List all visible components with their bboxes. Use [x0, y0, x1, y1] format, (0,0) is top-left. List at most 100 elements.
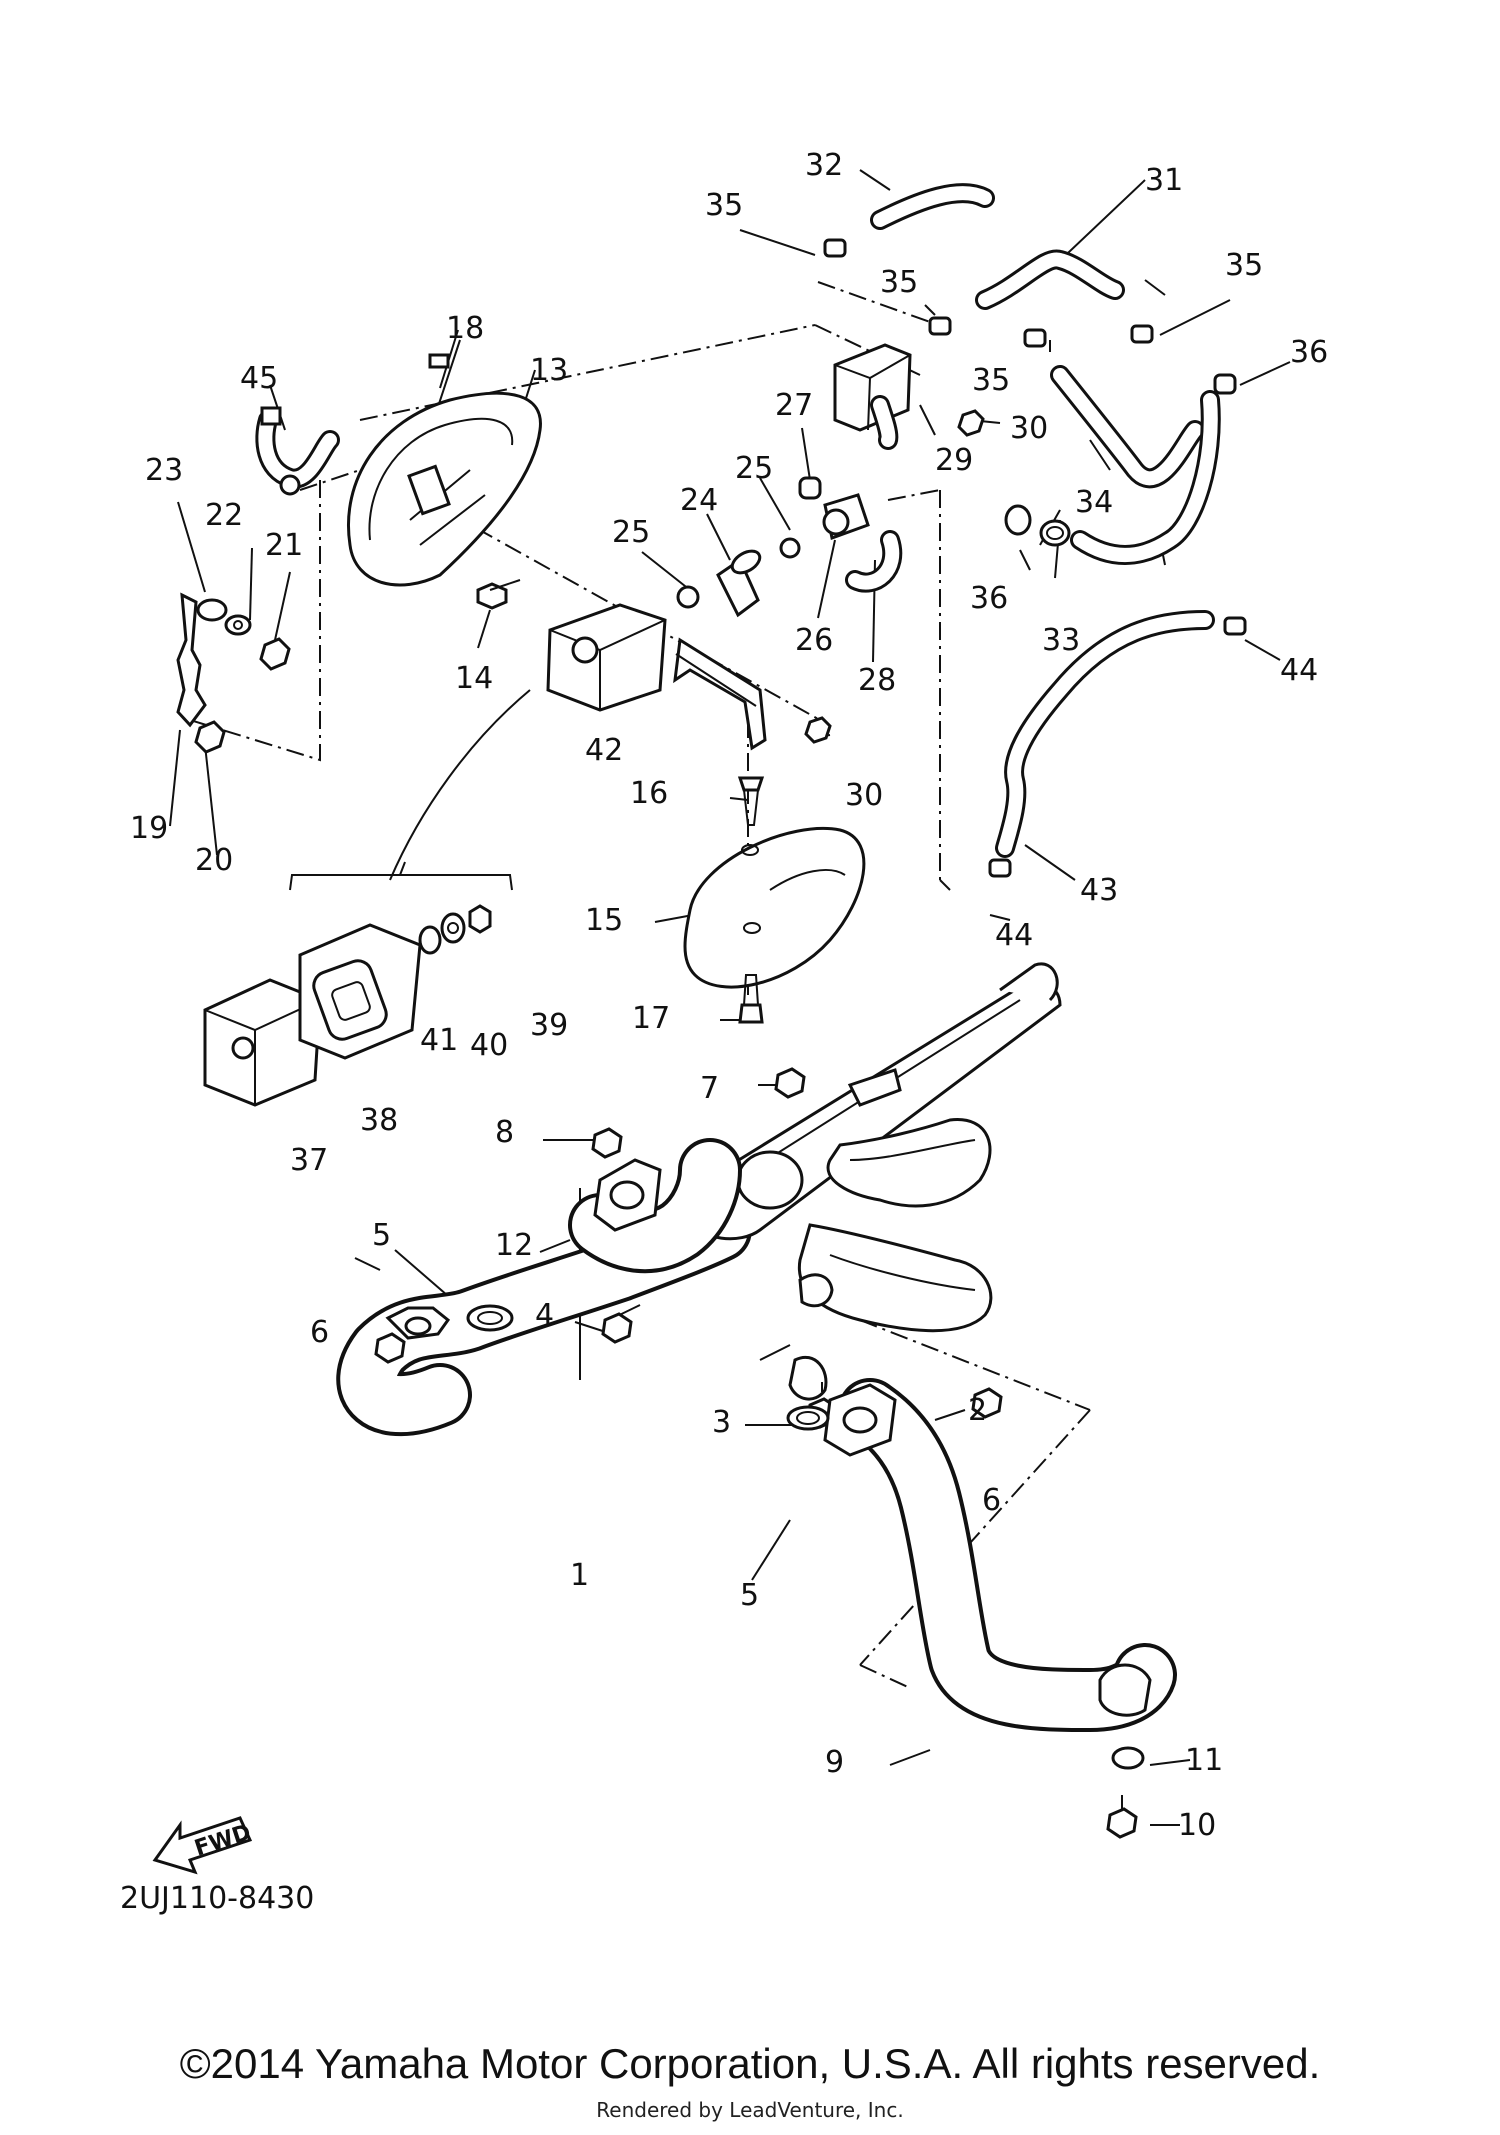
callout-4: 4 [535, 1298, 554, 1333]
part-44-clamp [988, 858, 1012, 878]
callout-25b: 25 [735, 451, 773, 486]
callout-17: 17 [632, 1001, 670, 1036]
callout-1: 1 [570, 1558, 589, 1593]
callout-19: 19 [130, 811, 168, 846]
part-14-bolt [476, 579, 521, 610]
copyright-notice: ©2014 Yamaha Motor Corporation, U.S.A. A… [179, 2040, 1321, 2087]
callout-16: 16 [630, 776, 668, 811]
callout-31: 31 [1145, 163, 1183, 198]
callout-25a: 25 [612, 515, 650, 550]
callout-12: 12 [495, 1228, 533, 1263]
part-32-hose [870, 183, 995, 230]
callout-35b: 35 [880, 265, 918, 300]
callout-15: 15 [585, 903, 623, 938]
part-12-pipe [568, 1138, 742, 1274]
part-43-line [995, 610, 1215, 858]
part-9-exhaust-pipe [823, 1378, 1177, 1732]
callout-39: 39 [530, 1008, 568, 1043]
callout-6b: 6 [982, 1483, 1001, 1518]
rendered-by-notice: Rendered by LeadVenture, Inc. [596, 2098, 904, 2122]
part-25-clamp [779, 537, 801, 559]
callout-11: 11 [1185, 1743, 1223, 1778]
callout-9: 9 [825, 1745, 844, 1780]
parts-39-41-nuts [418, 904, 492, 955]
callout-29: 29 [935, 443, 973, 478]
part-7-bolt [774, 1067, 806, 1099]
callout-44a: 44 [1280, 653, 1318, 688]
callout-45: 45 [240, 361, 278, 396]
part-29-valve [833, 343, 912, 450]
part-box-detail [389, 603, 667, 881]
callout-40: 40 [470, 1028, 508, 1063]
part-31-hose [975, 249, 1125, 310]
callout-34: 34 [1075, 485, 1113, 520]
muffler-body [688, 962, 1062, 1333]
part-18-clip [428, 353, 450, 369]
callout-36b: 36 [970, 581, 1008, 616]
callout-37: 37 [290, 1143, 328, 1178]
part-2-damper [788, 1355, 828, 1401]
callout-41: 41 [420, 1023, 458, 1058]
callout-30a: 30 [1010, 411, 1048, 446]
part-26-valve [822, 493, 870, 540]
group-brace [289, 861, 513, 891]
callout-21: 21 [265, 528, 303, 563]
callout-10: 10 [1178, 1808, 1216, 1843]
callout-44b: 44 [995, 918, 1033, 953]
callout-22: 22 [205, 498, 243, 533]
part-30-screw [957, 409, 985, 437]
callout-35a: 35 [705, 188, 743, 223]
part-44-clamp [1223, 616, 1247, 636]
part-15-cover [683, 776, 866, 1024]
callout-18: 18 [446, 311, 484, 346]
callout-5b: 5 [740, 1578, 759, 1613]
callout-6a: 6 [310, 1315, 329, 1350]
callout-38: 38 [360, 1103, 398, 1138]
part-42-bracket [673, 409, 985, 751]
callout-numbers: 1 2 3 4 5 5 6 6 7 8 9 10 11 12 13 14 15 … [130, 148, 1328, 1843]
part-4-bolt [601, 1312, 633, 1344]
part-28-hose [845, 530, 903, 593]
part-24-pipe [716, 549, 762, 618]
part-35-clamps [823, 238, 1154, 348]
part-25-clamp [676, 585, 700, 609]
callout-7: 7 [700, 1071, 719, 1106]
callout-32: 32 [805, 148, 843, 183]
callout-2: 2 [968, 1393, 987, 1428]
callout-42: 42 [585, 733, 623, 768]
part-30-screw [804, 716, 832, 744]
part-11-washer [1111, 1746, 1145, 1770]
part-36-cap [1004, 504, 1032, 536]
callout-26: 26 [795, 623, 833, 658]
callout-5a: 5 [372, 1218, 391, 1253]
callout-30b: 30 [845, 778, 883, 813]
part-10-bolt [1106, 1795, 1138, 1839]
callout-43: 43 [1080, 873, 1118, 908]
part-6-nut [374, 1332, 406, 1364]
callout-35d: 35 [1225, 248, 1263, 283]
callout-27: 27 [775, 388, 813, 423]
callout-35c: 35 [972, 363, 1010, 398]
part-36-cap [1213, 373, 1237, 395]
part-13-housing [347, 353, 542, 587]
callout-24: 24 [680, 483, 718, 518]
part-17-screw [738, 1003, 764, 1024]
callout-33: 33 [1042, 623, 1080, 658]
part-5-gasket [466, 1304, 514, 1332]
callout-28: 28 [858, 663, 896, 698]
callout-36a: 36 [1290, 335, 1328, 370]
callout-20: 20 [195, 843, 233, 878]
bracket-assembly [176, 592, 291, 754]
part-5-gasket [786, 1405, 830, 1431]
callout-23: 23 [145, 453, 183, 488]
part-37-cover [203, 978, 322, 1107]
callout-3: 3 [712, 1405, 731, 1440]
forward-direction-arrow: FWD [152, 1816, 254, 1875]
part-45-hose [255, 406, 340, 496]
callout-13: 13 [530, 353, 568, 388]
part-16-screw [737, 776, 765, 792]
callout-8: 8 [495, 1115, 514, 1150]
part-27-cap [798, 476, 822, 500]
part-33-fitting [1039, 519, 1071, 547]
